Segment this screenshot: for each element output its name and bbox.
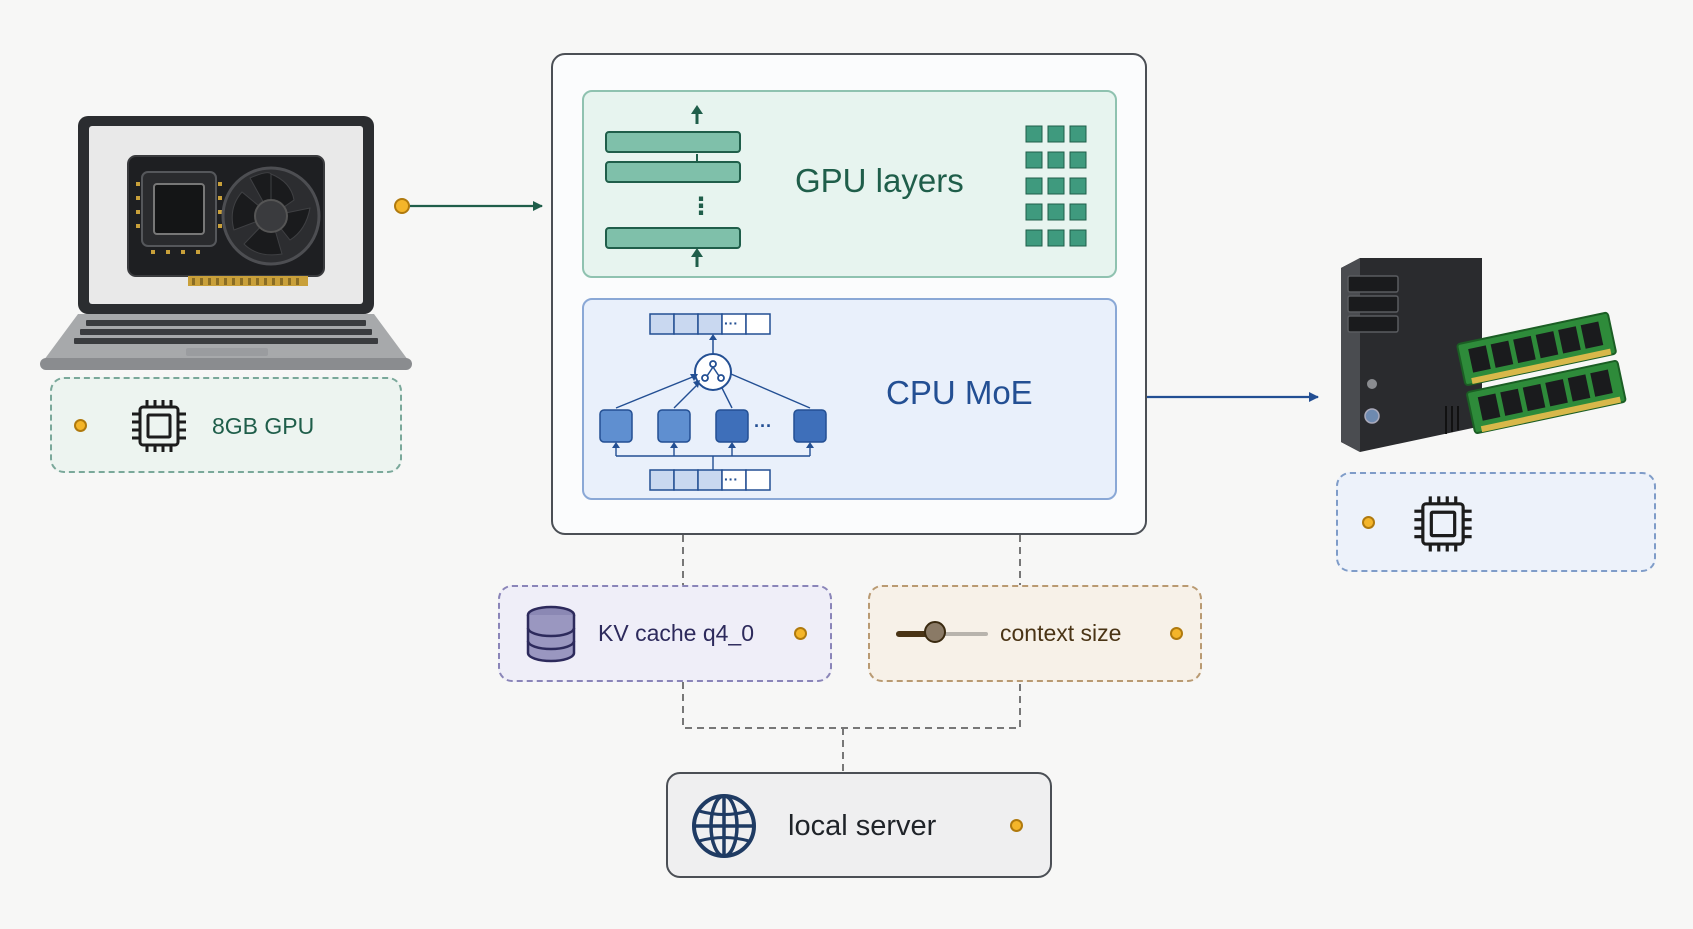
slider-fill	[896, 631, 935, 637]
kv-status-dot	[794, 627, 807, 640]
ram-stick-icon	[1456, 311, 1617, 386]
chip-icon	[1414, 496, 1472, 552]
context-size-label: context size	[1000, 620, 1122, 646]
laptop-illustration	[40, 116, 412, 370]
moe-top-ellipsis: ···	[724, 315, 738, 331]
context-status-dot	[1170, 627, 1183, 640]
moe-expert-ellipsis: ···	[754, 416, 772, 436]
tensor-grid-icon	[1025, 125, 1087, 247]
gpu-layers-label: GPU layers	[795, 162, 964, 199]
globe-icon	[692, 794, 756, 858]
slider-icon[interactable]	[896, 621, 988, 647]
server-tower-illustration	[1341, 258, 1627, 452]
layer-ellipsis: ⋮	[689, 193, 713, 220]
graphics-card-icon	[127, 155, 325, 286]
cpu-moe-panel: ··· ··· ··· CPU MoE	[582, 298, 1117, 500]
local-server-card[interactable]: local server	[666, 772, 1052, 878]
local-server-label: local server	[788, 810, 937, 842]
moe-bottom-ellipsis: ···	[724, 471, 738, 487]
server-status-dot	[1010, 819, 1023, 832]
ram-card	[1336, 472, 1656, 572]
gpu-layers-panel: ⋮ GPU layers	[582, 90, 1117, 278]
kv-cache-card: KV cache q4_0	[498, 585, 832, 682]
gpu-card: 8GB GPU	[50, 377, 402, 473]
gpu-status-dot	[74, 419, 87, 432]
context-size-card: context size	[868, 585, 1202, 682]
ram-status-dot	[1362, 516, 1375, 529]
laptop-output-dot	[394, 198, 410, 214]
merge-to-server-link	[682, 682, 1021, 772]
database-icon	[526, 605, 576, 663]
layer-stack-icon	[605, 105, 741, 267]
slider-thumb[interactable]	[924, 621, 946, 643]
moe-router-diagram	[599, 313, 827, 491]
chip-icon	[132, 400, 186, 452]
gpu-card-label: 8GB GPU	[212, 413, 315, 439]
kv-cache-label: KV cache q4_0	[598, 620, 755, 646]
cpu-moe-label: CPU MoE	[886, 374, 1033, 411]
